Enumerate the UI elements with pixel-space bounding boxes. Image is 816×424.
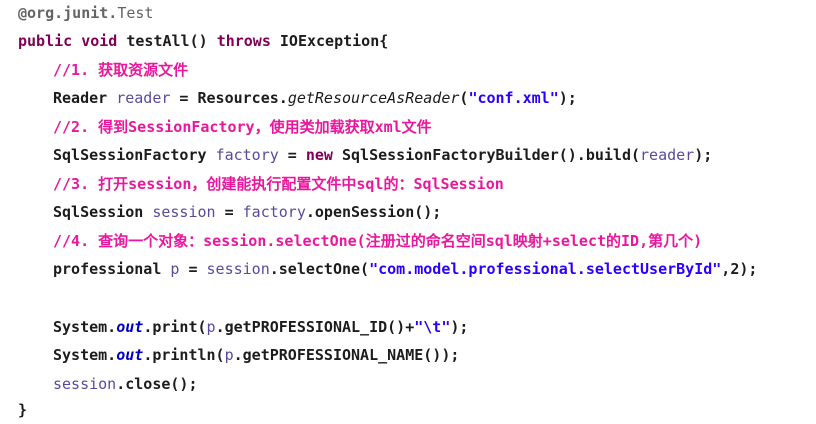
- code-token: (: [459, 89, 469, 107]
- code-token: );: [558, 89, 577, 107]
- code-line-13: System.out.println(p.getPROFESSIONAL_NAM…: [53, 341, 459, 369]
- code-line-15: }: [18, 396, 27, 424]
- code-token: .print(: [143, 318, 207, 336]
- code-token: Reader: [53, 89, 117, 107]
- code-line-10: professional p = session.selectOne("com.…: [53, 255, 757, 283]
- code-token: System.: [53, 318, 117, 336]
- variable: session: [53, 375, 117, 393]
- keyword-new: new: [305, 146, 333, 164]
- code-line-1: @org.junit.Test: [18, 0, 153, 27]
- variable: p: [170, 260, 180, 278]
- closing-brace: }: [18, 401, 28, 419]
- code-token: =: [215, 203, 243, 221]
- code-token: SqlSessionFactory: [53, 146, 216, 164]
- string-literal: "com.model.professional.selectUserById": [369, 260, 722, 278]
- keyword-public: public: [18, 32, 73, 50]
- variable: session: [152, 203, 216, 221]
- code-token: System.: [53, 346, 117, 364]
- keyword-void: void: [81, 32, 118, 50]
- variable: factory: [215, 146, 279, 164]
- code-token: ,2);: [721, 260, 758, 278]
- variable: reader: [640, 146, 695, 164]
- variable: session: [206, 260, 270, 278]
- keyword-throws: throws: [216, 32, 271, 50]
- code-line-3: //1. 获取资源文件: [53, 56, 188, 84]
- code-token: = Resources.: [170, 89, 288, 107]
- code-token: .close();: [116, 375, 198, 393]
- comment: //2. 得到SessionFactory，使用类加载获取xml文件: [53, 118, 432, 136]
- code-token: );: [450, 318, 469, 336]
- static-field: out: [116, 318, 144, 336]
- method-name: testAll(): [126, 32, 217, 50]
- code-token: SqlSessionFactoryBuilder().build(: [332, 146, 641, 164]
- code-line-14: session.close();: [53, 370, 198, 398]
- code-line-12: System.out.print(p.getPROFESSIONAL_ID()+…: [53, 313, 468, 341]
- code-token: professional: [53, 260, 171, 278]
- code-line-6: SqlSessionFactory factory = new SqlSessi…: [53, 141, 712, 169]
- string-literal: "\t": [414, 318, 451, 336]
- code-token: =: [278, 146, 306, 164]
- code-token: .println(: [143, 346, 225, 364]
- code-line-7: //3. 打开session，创建能执行配置文件中sql的：SqlSession: [53, 170, 504, 198]
- code-token: .openSession();: [305, 203, 442, 221]
- variable: p: [206, 318, 216, 336]
- code-token: .selectOne(: [269, 260, 370, 278]
- code-line-2: public void testAll() throws IOException…: [18, 27, 388, 55]
- code-token: SqlSession: [53, 203, 153, 221]
- code-line-9: //4. 查询一个对象：session.selectOne(注册过的命名空间sq…: [53, 227, 702, 255]
- code-token: .getPROFESSIONAL_NAME());: [233, 346, 460, 364]
- comment: //4. 查询一个对象：session.selectOne(注册过的命名空间sq…: [53, 232, 703, 250]
- code-line-8: SqlSession session = factory.openSession…: [53, 198, 441, 226]
- code-token: .getPROFESSIONAL_ID()+: [215, 318, 415, 336]
- comment: //3. 打开session，创建能执行配置文件中sql的：SqlSession: [53, 175, 504, 193]
- static-method: getResourceAsReader: [287, 89, 460, 107]
- variable: factory: [242, 203, 306, 221]
- static-field: out: [116, 346, 144, 364]
- comment: //1. 获取资源文件: [53, 61, 189, 79]
- code-line-5: //2. 得到SessionFactory，使用类加载获取xml文件: [53, 113, 432, 141]
- variable: p: [224, 346, 234, 364]
- code-token: );: [694, 146, 713, 164]
- code-token: =: [179, 260, 207, 278]
- annotation-prefix: @org.junit.: [18, 4, 118, 22]
- annotation-name: Test: [117, 4, 154, 22]
- string-literal: "conf.xml": [468, 89, 559, 107]
- code-line-4: Reader reader = Resources.getResourceAsR…: [53, 84, 577, 112]
- exception-type: IOException{: [270, 32, 389, 50]
- variable: reader: [116, 89, 171, 107]
